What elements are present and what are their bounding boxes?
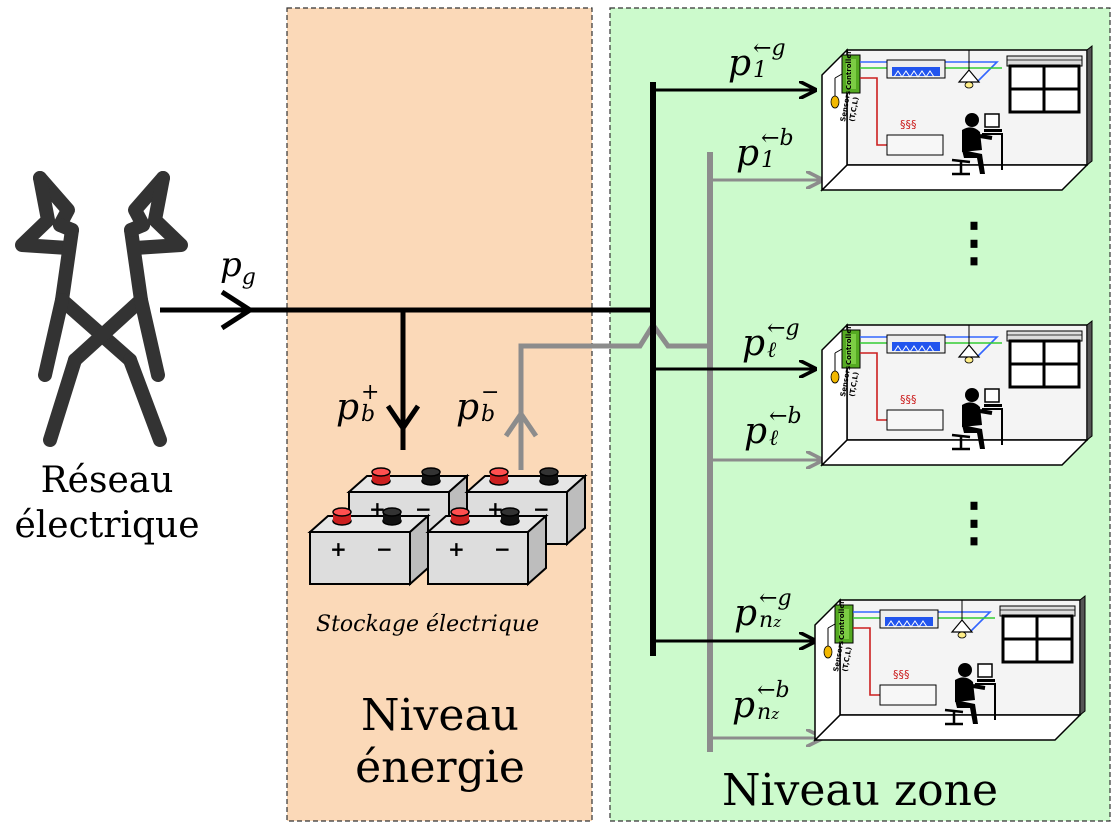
battery-icon xyxy=(309,507,429,585)
storage-label: Stockage électrique xyxy=(316,612,540,637)
grid-label-line1: Réseau xyxy=(40,460,174,501)
controller-label: Controller xyxy=(845,50,853,90)
zone-n-room xyxy=(813,594,1087,742)
grid-label-line2: électrique xyxy=(14,505,200,546)
energy-level-label: Niveau énergie xyxy=(300,690,580,794)
discharge-line xyxy=(518,320,710,470)
grid-label: Réseau électrique xyxy=(12,458,202,548)
ellipsis-lower: ⋮ xyxy=(948,492,1000,553)
flow-grid-label: pg xyxy=(220,245,256,290)
controller-label: Controller xyxy=(838,600,846,640)
energy-level-panel xyxy=(286,7,593,822)
energy-level-line1: Niveau xyxy=(360,690,520,741)
flow-discharge-label: p −b xyxy=(456,380,500,428)
grid-arrow xyxy=(220,289,255,331)
energy-level-line2: énergie xyxy=(355,741,525,793)
controller-label: Controller xyxy=(845,325,853,365)
flow-charge-label: p +b xyxy=(336,380,380,428)
charge-arrow xyxy=(385,404,421,433)
ellipsis-upper: ⋮ xyxy=(948,212,1000,273)
pylon-icon xyxy=(15,171,188,447)
battery-icon xyxy=(427,507,547,585)
zone-l-room xyxy=(820,319,1094,467)
zone-level-label: Niveau zone xyxy=(721,765,999,816)
zone-1-room xyxy=(820,44,1094,192)
discharge-arrow xyxy=(503,409,539,438)
